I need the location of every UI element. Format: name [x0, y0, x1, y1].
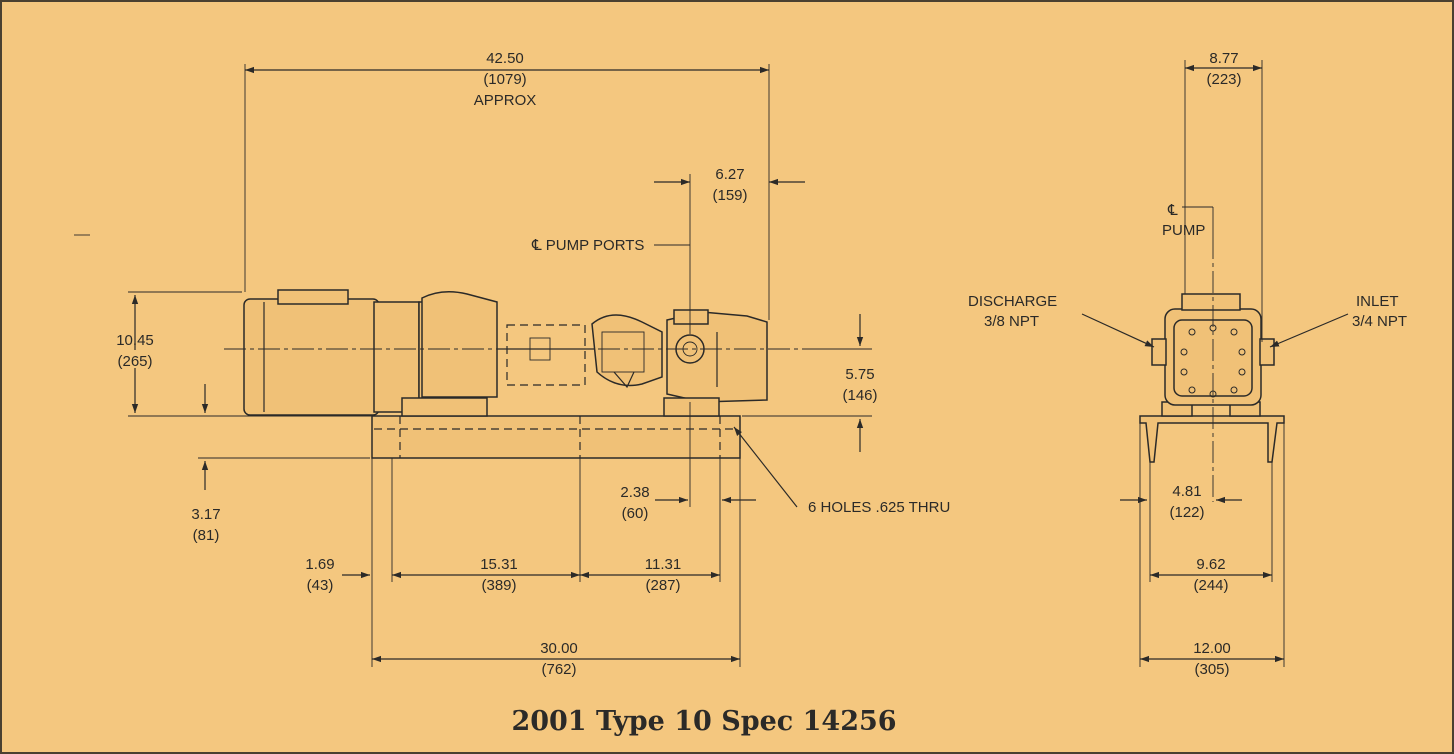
label-discharge: DISCHARGE [968, 293, 1057, 310]
dim-shaft-height-mm: (146) [842, 387, 877, 404]
dim-hole-offset-mm: (60) [622, 505, 649, 522]
dim-overall-length-mm: (1079) [483, 71, 526, 88]
label-inlet: INLET [1356, 293, 1399, 310]
dim-shaft-height-in: 5.75 [845, 366, 874, 383]
dim-hole-width-in: 9.62 [1196, 556, 1225, 573]
dim-overall-length-in: 42.50 [486, 50, 524, 67]
label-pump-ports-centerline: ℄ PUMP PORTS [531, 237, 644, 254]
dim-end-width-top-mm: (223) [1206, 71, 1241, 88]
dim-hole-span-1-in: 15.31 [480, 556, 518, 573]
label-inlet-size: 3/4 NPT [1352, 313, 1407, 330]
dim-center-offset-mm: (122) [1169, 504, 1204, 521]
label-mounting-holes: 6 HOLES .625 THRU [808, 499, 950, 516]
dim-end-margin-mm: (43) [307, 577, 334, 594]
motor [243, 289, 498, 417]
dim-port-offset-mm: (159) [712, 187, 747, 204]
label-pump-centerline-symbol: ℄ [1167, 202, 1178, 219]
dim-hole-span-1-mm: (389) [481, 577, 516, 594]
dim-base-width-in: 12.00 [1193, 640, 1231, 657]
dim-center-offset-in: 4.81 [1172, 483, 1201, 500]
end-view: 8.77 (223) ℄ PUMP DISCHARGE 3/8 NPT INLE… [968, 50, 1407, 678]
label-discharge-size: 3/8 NPT [984, 313, 1039, 330]
dim-port-offset-in: 6.27 [715, 166, 744, 183]
dim-base-offset-in: 3.17 [191, 506, 220, 523]
dim-overall-height-in: 10.45 [116, 332, 154, 349]
label-pump-centerline-text: PUMP [1162, 222, 1205, 239]
pump [591, 309, 768, 417]
dim-hole-span-2-in: 11.31 [645, 556, 681, 573]
dim-base-length-mm: (762) [541, 661, 576, 678]
dim-base-width-mm: (305) [1194, 661, 1229, 678]
dim-hole-offset-in: 2.38 [620, 484, 649, 501]
dim-end-width-top-in: 8.77 [1209, 50, 1238, 67]
base-plate [371, 415, 741, 459]
dim-hole-span-2-mm: (287) [645, 577, 680, 594]
end-view-base [1139, 415, 1285, 463]
dim-base-offset-mm: (81) [193, 527, 220, 544]
drawing-title: 2001 Type 10 Spec 14256 [511, 706, 896, 737]
dim-overall-length-note: APPROX [474, 92, 537, 109]
dim-base-length-in: 30.00 [540, 640, 578, 657]
dim-overall-height-mm: (265) [117, 353, 152, 370]
dim-hole-width-mm: (244) [1193, 577, 1228, 594]
coupling-guard [506, 324, 586, 386]
side-view: 42.50 (1079) APPROX 6.27 (159) ℄ PUMP PO… [116, 50, 950, 678]
dim-end-margin-in: 1.69 [305, 556, 334, 573]
